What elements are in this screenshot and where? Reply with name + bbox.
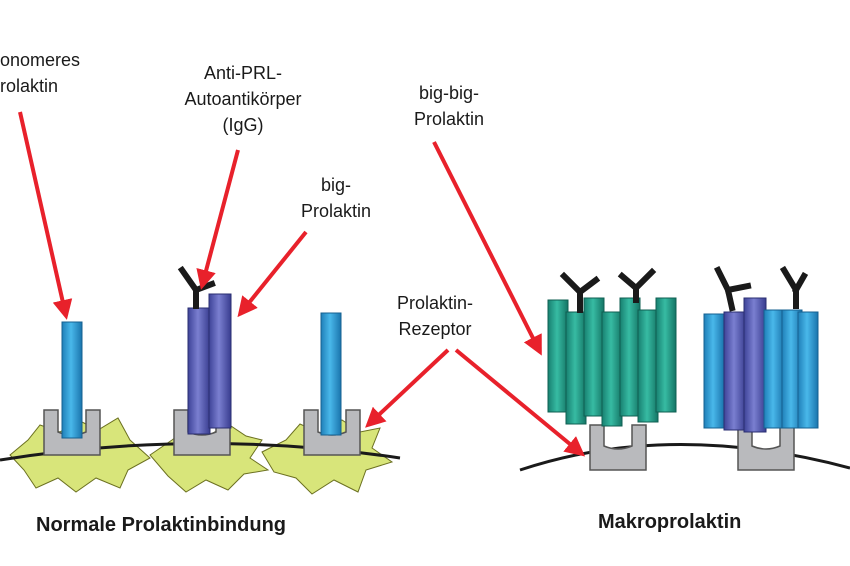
section-title-macro: Makroprolaktin [598,511,742,533]
arrow-antibody [196,149,240,290]
section-title-normal: Normale Prolaktinbindung [36,514,287,536]
arrow-bigbig [432,141,542,356]
antibody-igg [713,265,809,312]
antibody-igg [177,265,216,309]
arrow-receptor-right [454,348,586,457]
macroprolactin-cluster-2 [703,297,819,433]
prolactin-receptor [737,424,795,471]
label-antibody: Anti-PRL- Autoantikörper (IgG) [184,63,302,135]
label-big-prolactin: big- Prolaktin [300,175,372,221]
antibody-igg [559,267,657,313]
label-monomeric-prolactin: onomeres rolaktin [0,50,81,96]
monomeric-prolactin [320,312,342,436]
prolactin-receptor [589,424,647,471]
macroprolactin-cluster-1 [547,297,677,427]
cell-membrane-right [519,443,850,472]
arrow-receptor-left [365,348,450,428]
monomeric-prolactin [61,321,83,439]
arrow-big [237,230,308,318]
pointer-arrows [18,111,586,457]
big-prolactin [187,307,211,435]
big-prolactin-complex [177,265,232,435]
label-prolactin-receptor: Prolaktin- Rezeptor [396,293,474,339]
label-bigbig-prolactin: big-big- Prolaktin [413,83,485,129]
arrow-monomeric [18,111,73,320]
big-prolactin [208,293,232,429]
